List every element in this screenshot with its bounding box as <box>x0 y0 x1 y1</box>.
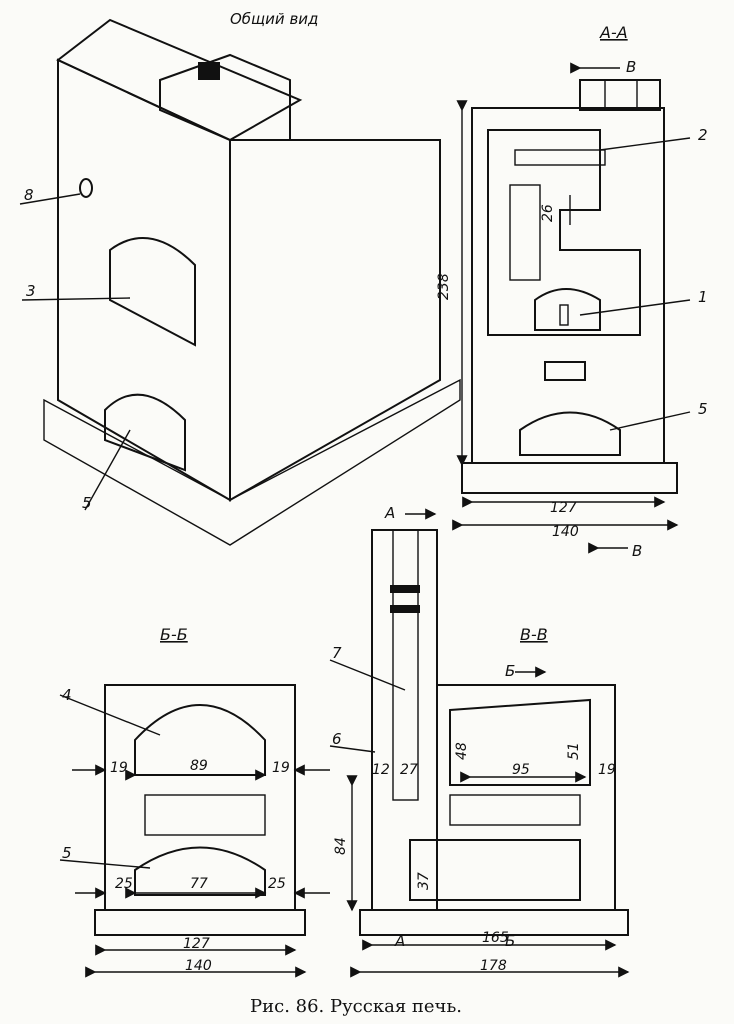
bb-lower-vault <box>134 846 266 896</box>
marker-v-top: В <box>626 58 636 76</box>
section-aa-title: А-А <box>599 23 628 42</box>
figure-caption: Рис. 86. Русская печь. <box>250 996 462 1017</box>
marker-b-top: Б <box>505 662 515 680</box>
top-face <box>56 18 303 142</box>
bb-fill <box>144 794 266 836</box>
general-view: Общий вид 8 3 5 <box>19 10 461 546</box>
lower-niche <box>104 393 186 472</box>
oven-mouth <box>109 237 196 347</box>
vv-dim-51: 51 <box>566 742 582 760</box>
front-face <box>57 58 231 502</box>
section-vv: В-В А Б 84 12 27 48 95 51 19 37 165 178 … <box>329 504 630 978</box>
vv-body <box>436 684 616 911</box>
marker-v-bottom: В <box>632 542 642 560</box>
chimney <box>159 53 291 141</box>
aa-dim-height: 238 <box>436 273 452 300</box>
bb-dim-side-l: 25 <box>115 876 133 892</box>
bb-dim-side-r: 25 <box>268 876 286 892</box>
callout-3: 3 <box>26 282 36 300</box>
callout-7: 7 <box>332 644 342 662</box>
marker-a-bottom: А <box>394 932 405 950</box>
bb-dim-span: 89 <box>190 758 208 774</box>
bb-dim-outer: 140 <box>185 958 212 974</box>
vv-dim-19: 19 <box>598 762 616 778</box>
general-view-title: Общий вид <box>230 10 318 28</box>
callout-5-bb: 5 <box>62 844 72 862</box>
vv-dim-inner: 165 <box>482 930 509 946</box>
vv-dim-27: 27 <box>400 762 418 778</box>
callout-6: 6 <box>332 730 342 748</box>
bb-dim-inner: 127 <box>183 936 210 952</box>
vv-dim-48: 48 <box>454 742 470 760</box>
section-bb: Б-Б 89 19 19 77 25 25 127 140 4 5 <box>59 625 330 978</box>
callout-8: 8 <box>24 186 34 204</box>
marker-a-top: А <box>384 504 395 522</box>
callout-5-aa: 5 <box>698 400 708 418</box>
vv-dim-12: 12 <box>372 762 390 778</box>
aa-oven-door <box>534 288 601 331</box>
aa-dim-inner: 127 <box>550 500 577 516</box>
side-face <box>229 139 441 502</box>
callout-4: 4 <box>62 686 72 704</box>
aa-dim-outer: 140 <box>552 524 579 540</box>
vv-oven-chamber <box>449 698 591 786</box>
bb-dim-wall-l: 19 <box>110 760 128 776</box>
aa-body <box>471 107 665 464</box>
section-bb-title: Б-Б <box>160 625 188 644</box>
vv-dim-95: 95 <box>512 762 530 778</box>
callout-1: 1 <box>698 288 708 306</box>
marker-b-bottom: Б <box>505 932 515 950</box>
aa-foundation <box>461 462 678 494</box>
chimney-opening <box>198 62 220 80</box>
vv-dim-outer: 178 <box>480 958 507 974</box>
section-vv-title: В-В <box>520 625 548 644</box>
callout-2: 2 <box>698 126 708 144</box>
aa-firebox <box>487 129 641 336</box>
bb-dim-opening: 77 <box>190 876 208 892</box>
vv-lower-chamber <box>409 839 581 901</box>
vent-hole <box>79 178 93 198</box>
aa-dim-gap: 26 <box>540 204 556 222</box>
vv-dim-37: 37 <box>416 872 432 890</box>
callout-5-gv: 5 <box>82 494 92 512</box>
bb-dim-wall-r: 19 <box>272 760 290 776</box>
section-aa: А-А 238 26 127 140 2 1 5 <box>436 23 708 560</box>
vv-dim-84: 84 <box>333 837 349 855</box>
